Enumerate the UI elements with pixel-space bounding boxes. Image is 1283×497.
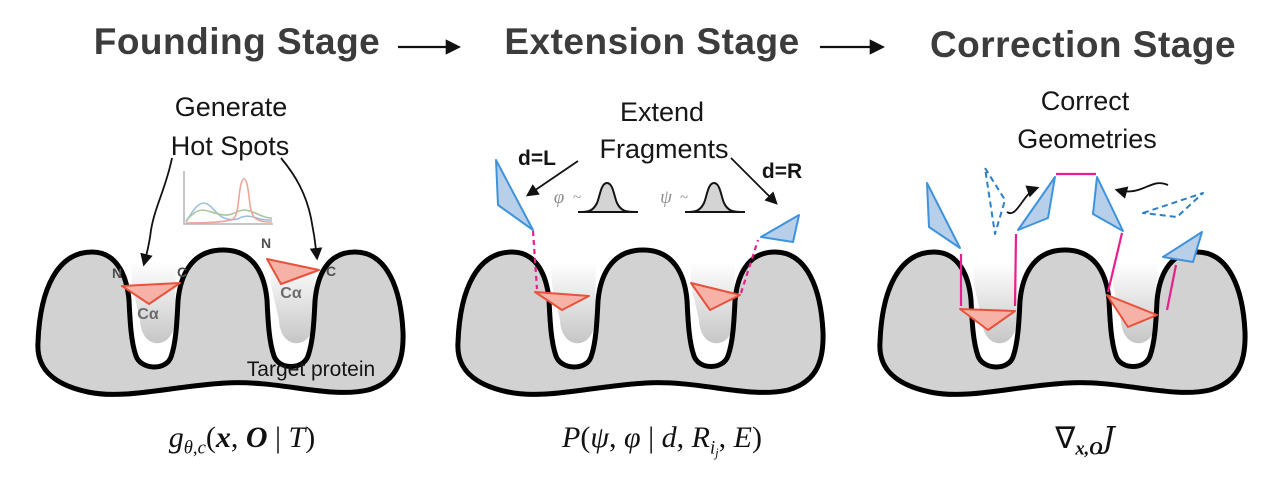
bond-line-right-outer [1165, 264, 1178, 311]
correction-panel-art [877, 167, 1248, 397]
bond-line-right-inner [1106, 232, 1124, 293]
hotspot-arrow-right [280, 157, 323, 261]
extend-arrow-left [525, 160, 579, 197]
hotspot-arrow-left [140, 157, 173, 267]
extension-subtitle-line2: Fragments [599, 134, 729, 164]
fragment-triangle-far-left [926, 182, 961, 249]
direction-right-label: d=R [761, 160, 803, 183]
bond-line-left-inner [1013, 233, 1018, 307]
fragment-triangle-right [760, 214, 800, 243]
distribution-curve-blue [185, 202, 273, 223]
correction-arrow-left [1006, 185, 1040, 215]
target-protein-blob [455, 247, 826, 397]
correction-formula: ∇x,OJ [1055, 421, 1115, 460]
hotspot1-c-label: C [176, 264, 188, 280]
fragment-ghost-triangle-right [1142, 192, 1204, 218]
hotspot2-n-label: N [260, 235, 272, 251]
extend-arrow-right [730, 157, 778, 205]
hotspot-triangle-right [266, 258, 320, 285]
pocket-shading-right [1112, 262, 1157, 344]
stage-title-correction: Correction Stage [929, 24, 1237, 65]
target-protein-blob [877, 247, 1248, 397]
phi-distribution-icon [577, 181, 639, 213]
correction-subtitle-line2: Geometries [1017, 124, 1157, 154]
psi-distribution-icon [684, 181, 746, 213]
phi-tilde: ~ [572, 190, 582, 206]
phi-label: φ [553, 187, 565, 208]
pocket-shading-left [973, 262, 1018, 344]
stage-title-extension: Extension Stage [504, 21, 800, 62]
extension-formula: P(ψ, φ | d, Rij, E) [562, 421, 762, 461]
fragment-triangle-arch-left [1017, 176, 1056, 231]
fragment-triangle-arch-right [1092, 176, 1124, 232]
stage-title-founding: Founding Stage [93, 21, 381, 62]
hotspot1-n-label: N [111, 265, 123, 281]
psi-tilde: ~ [679, 190, 689, 206]
founding-subtitle-line2: Hot Spots [170, 131, 290, 161]
founding-subtitle-line1: Generate [174, 92, 288, 122]
hotspot1-ca-label: Cα [137, 306, 159, 323]
distribution-curve-red [185, 177, 273, 224]
pocket-shading-left [131, 262, 176, 344]
bond-line-right [739, 239, 760, 294]
hotspot2-ca-label: Cα [280, 285, 302, 302]
extension-subtitle-line1: Extend [619, 97, 705, 127]
distribution-axes [183, 171, 273, 225]
hotspot-distribution-chart [183, 171, 273, 225]
founding-panel-art [35, 157, 406, 397]
bond-line-left [531, 230, 539, 290]
correction-subtitle-line1: Correct [1040, 86, 1130, 116]
hotspot-triangle-left [959, 308, 1016, 331]
target-protein-label: Target protein [246, 358, 376, 381]
hotspot-triangle-right [1106, 294, 1158, 328]
psi-label: ψ [660, 187, 672, 208]
extension-panel-art [455, 157, 826, 397]
target-protein-blob [35, 247, 406, 397]
correction-arrow-right [1114, 182, 1169, 199]
hotspot-triangle-left [121, 282, 181, 305]
fragment-triangle-left [495, 159, 534, 231]
distribution-curve-green [185, 209, 273, 222]
hotspot-triangle-left [534, 291, 590, 311]
hotspot-triangle-right [690, 282, 741, 311]
fragment-triangle-far-right [1162, 231, 1203, 263]
direction-left-label: d=L [518, 147, 556, 170]
fragment-ghost-triangle-left [984, 167, 1006, 235]
hotspot2-c-label: C [325, 263, 337, 279]
founding-formula: gθ,c(x, O | T) [168, 421, 316, 459]
